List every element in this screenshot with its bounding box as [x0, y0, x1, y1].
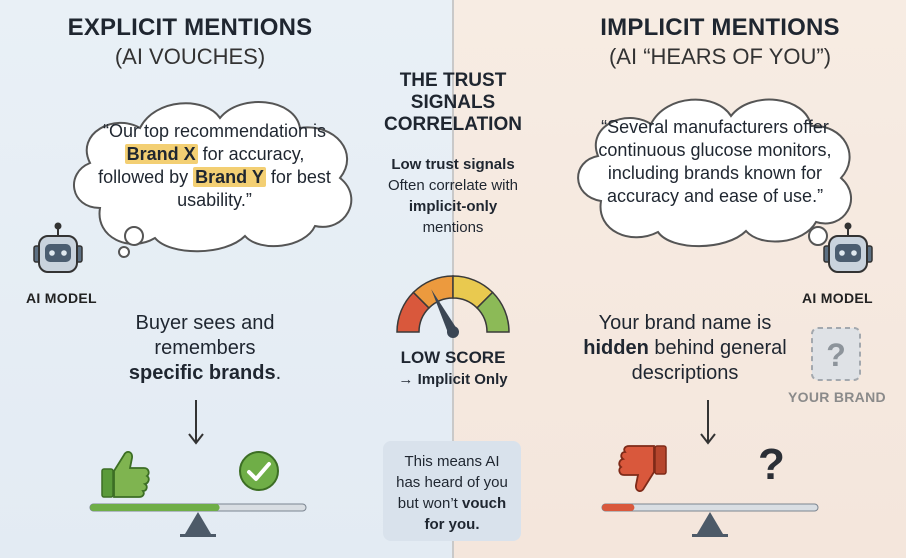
score-title: LOW SCORE	[400, 348, 506, 367]
left-panel-background	[0, 0, 453, 558]
left-quote-close: for best usability.”	[177, 167, 331, 210]
brand-y-highlight: Brand Y	[193, 167, 266, 187]
right-body: Your brand name is hidden behind general …	[576, 311, 794, 386]
svg-text:?: ?	[826, 337, 846, 373]
robot-icon-right	[823, 222, 873, 273]
left-subtitle: (AI VOUCHES)	[114, 44, 266, 69]
center-bold-line: Low trust signals	[391, 156, 515, 173]
gauge-segment-green	[475, 291, 510, 333]
right-title: IMPLICIT MENTIONS	[600, 14, 840, 41]
center-callout: This means AI has heard of you but won’t…	[383, 441, 521, 541]
question-mark-icon: ?	[758, 440, 785, 489]
check-circle-icon	[239, 451, 279, 491]
left-quote-mid: for accuracy, followed by	[98, 144, 305, 187]
your-brand-label: YOUR BRAND	[788, 389, 886, 405]
balance-scale-left	[89, 503, 307, 537]
center-bold-phrase: implicit-only	[408, 198, 498, 215]
right-body-bold: hidden	[583, 337, 649, 359]
thumbs-up-icon	[101, 451, 150, 498]
brand-placeholder-question-icon: ?	[811, 327, 861, 381]
down-arrow-icon-right	[700, 400, 716, 445]
left-quote: “Our top recommendation is Brand X for a…	[92, 120, 337, 212]
brand-x-highlight: Brand X	[124, 144, 198, 164]
right-model-label: AI MODEL	[802, 290, 873, 306]
right-panel-background	[453, 0, 906, 558]
balance-scale-right	[601, 503, 819, 537]
center-title: THE TRUST SIGNALS CORRELATION	[384, 70, 522, 135]
thumbs-down-icon	[618, 445, 667, 492]
center-line3: mentions	[422, 219, 484, 236]
left-body-end: .	[275, 362, 282, 384]
left-body-line: Buyer sees and remembers	[135, 312, 275, 359]
down-arrow-icon	[188, 400, 204, 445]
gauge-hub	[447, 326, 459, 338]
robot-icon	[33, 222, 83, 273]
callout-bold: vouch for you.	[424, 495, 507, 533]
right-subtitle: (AI “HEARS OF YOU”)	[608, 44, 832, 69]
callout-text: This means AI has heard of you but won’t	[396, 453, 508, 512]
left-body-bold: specific brands	[128, 362, 276, 384]
right-quote: “Several manufacturers offer continuous …	[598, 117, 832, 206]
right-body-line2: behind general descriptions	[631, 337, 787, 384]
trust-gauge-icon	[396, 275, 510, 338]
left-title: EXPLICIT MENTIONS	[67, 14, 313, 41]
gauge-needle	[431, 289, 458, 335]
right-body-line1: Your brand name is	[598, 312, 772, 334]
left-body: Buyer sees and remembers specific brands.	[100, 311, 310, 386]
score-subtitle: → Implicit Only	[398, 371, 508, 388]
left-model-label: AI MODEL	[26, 290, 97, 306]
left-quote-open: “Our top recommendation is	[102, 121, 327, 141]
center-line2: Often correlate with	[387, 177, 519, 194]
